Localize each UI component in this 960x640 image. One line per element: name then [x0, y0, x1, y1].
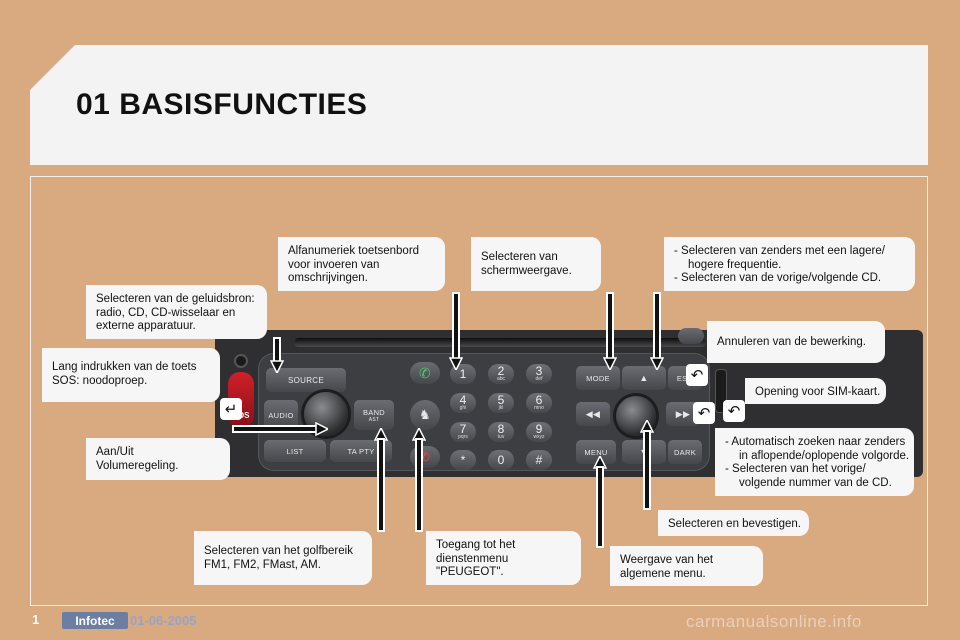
arrow-bevestigen [640, 420, 654, 510]
arrow-aan-uit [232, 422, 328, 436]
band-sub-label: AST [368, 416, 380, 423]
sos-pointer-icon: ↵ [220, 398, 242, 420]
arrow-alfanumeriek [449, 292, 463, 370]
content-frame [30, 176, 928, 606]
next-pointer-icon: ↶ [693, 402, 715, 424]
callout-alfanumeriek: Alfanumeriek toetsenbord voor invoeren v… [278, 237, 445, 291]
source-button[interactable]: SOURCE [266, 368, 346, 392]
key-hash[interactable]: # [526, 450, 552, 470]
eject-button[interactable] [678, 328, 704, 344]
esc-pointer-icon: ↶ [686, 364, 708, 386]
footer-date: 01-06-2005 [130, 613, 197, 628]
mode-button[interactable]: MODE [576, 366, 620, 390]
watermark: carmanualsonline.info [686, 612, 862, 631]
sim-pointer-icon: ↶ [723, 400, 745, 422]
peugeot-lion-icon[interactable]: ♞ [410, 400, 440, 430]
callout-bevestigen: Selecteren en bevestigen. [658, 510, 809, 536]
sim-card-slot[interactable] [716, 370, 726, 412]
menu-button[interactable]: MENU [576, 440, 616, 464]
callout-annuleren: Annuleren van de bewerking. [707, 321, 885, 363]
key-0[interactable]: 0 [488, 450, 514, 470]
up-arrow-button[interactable]: ▲ [622, 366, 666, 390]
cd-slot [295, 338, 705, 347]
band-button[interactable]: BAND AST [354, 400, 394, 430]
arrow-menu [593, 456, 607, 548]
list-button[interactable]: LIST [264, 440, 326, 462]
arrow-zenders [650, 292, 664, 370]
arrow-dienstenmenu [412, 428, 426, 532]
callout-geluidsbron: Selecteren van de geluidsbron: radio, CD… [86, 285, 267, 339]
callout-dienstenmenu: Toegang tot het dienstenmenu "PEUGEOT". [426, 531, 581, 585]
previous-button[interactable]: ◀◀ [576, 402, 610, 426]
callout-sim: Opening voor SIM-kaart. [745, 378, 886, 404]
infotec-logo: Infotec [62, 612, 128, 629]
arrow-geluidsbron [270, 337, 284, 373]
ta-pty-button[interactable]: TA PTY [330, 440, 392, 462]
callout-zenders: - Selecteren van zenders met een lagere/… [664, 237, 915, 291]
callout-menu: Weergave van het algemene menu. [610, 546, 763, 586]
band-label: BAND [362, 407, 386, 417]
arrow-golfbereik [374, 428, 388, 532]
callout-aan-uit: Aan/Uit Volumeregeling. [86, 438, 230, 480]
arrow-schermweergave [603, 292, 617, 370]
callout-sos: Lang indrukken van de toets SOS: noodopr… [42, 348, 220, 402]
page-title: 01 BASISFUNCTIES [76, 88, 368, 121]
callout-automatisch: - Automatisch zoeken naar zenders in afl… [715, 428, 914, 496]
status-led [236, 356, 246, 366]
key-star[interactable]: * [450, 450, 476, 470]
callout-golfbereik: Selecteren van het golfbereik FM1, FM2, … [194, 531, 372, 585]
dark-button[interactable]: DARK [668, 440, 702, 464]
callout-schermweergave: Selecteren van schermweergave. [471, 237, 601, 291]
header-panel [30, 45, 928, 165]
phone-icon[interactable]: ✆ [410, 362, 440, 384]
